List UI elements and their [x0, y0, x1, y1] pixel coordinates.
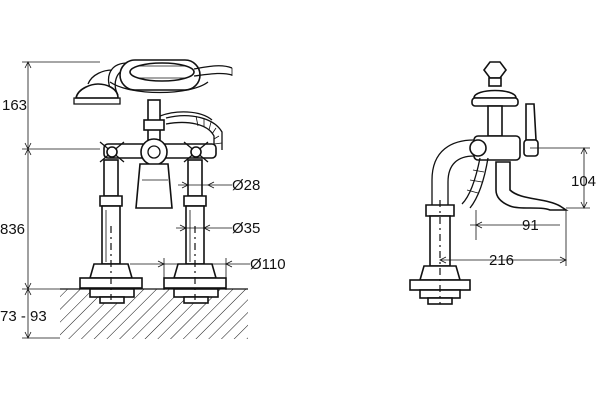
floor-hatch [60, 289, 248, 339]
dimension-label-dia110: Ø110 [250, 256, 286, 273]
dimension-label-216: 216 [489, 252, 514, 269]
dimension-label-73-93: 73 - 93 [0, 308, 47, 325]
dimension-label-91: 91 [522, 217, 539, 234]
dimension-label-163: 163 [2, 97, 27, 114]
dimension-label-dia28: Ø28 [232, 177, 260, 194]
side-view: 104 91 216 [409, 61, 596, 305]
dimension-label-836: 836 [0, 221, 25, 238]
front-view: 163 836 73 - 93 Ø28 Ø35 Ø110 [0, 59, 286, 339]
dimension-label-dia35: Ø35 [232, 220, 260, 237]
dimension-label-104: 104 [571, 173, 596, 190]
